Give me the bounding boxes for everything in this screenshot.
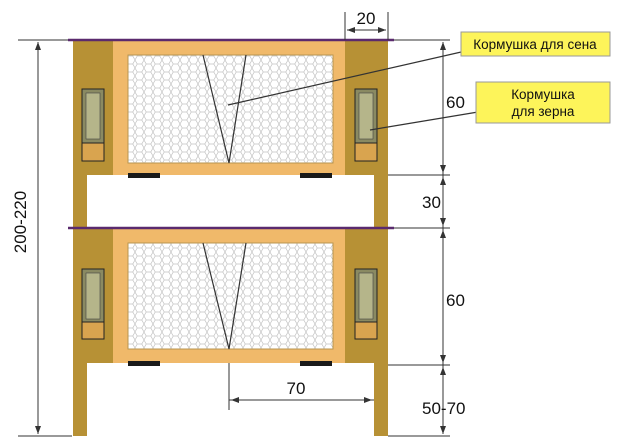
lower-hay-feeder (202, 242, 247, 350)
right-leg-mid (374, 175, 388, 228)
tier-gap-label: 30 (422, 193, 441, 212)
upper-right-grain-feeder (354, 88, 378, 162)
hay-feeder-callout-text: Кормушка для сена (473, 37, 597, 52)
right-leg-bottom (374, 363, 388, 436)
grain-feeder-leader (369, 111, 479, 131)
tier-height-top-label: 60 (446, 93, 465, 112)
lower-right-grain-feeder (354, 268, 378, 340)
left-leg-bottom (73, 363, 87, 436)
leg-height-label: 50-70 (422, 399, 465, 418)
grain-feeder-callout: Кормушка для зерна (475, 81, 611, 124)
grain-feeder-callout-line1: Кормушка (511, 87, 575, 102)
leg-spacing-label: 70 (287, 379, 306, 398)
hay-feeder-leader (227, 49, 471, 106)
total-height-label: 200-220 (11, 191, 30, 253)
lower-latch-left (128, 361, 160, 366)
lower-tier-mesh (127, 242, 334, 350)
upper-hay-feeder (202, 54, 247, 164)
upper-left-grain-feeder (81, 88, 105, 162)
lower-latch-right (300, 361, 332, 366)
upper-latch-right (300, 173, 332, 178)
upper-tier-mesh (127, 54, 334, 164)
grain-feeder-callout-line2: для зерна (512, 104, 575, 119)
upper-latch-left (128, 173, 160, 178)
lower-left-grain-feeder (81, 268, 105, 340)
hay-feeder-callout: Кормушка для сена (460, 31, 611, 57)
top-width-label: 20 (357, 9, 376, 28)
left-leg-mid (73, 175, 87, 228)
tier-height-bottom-label: 60 (446, 291, 465, 310)
